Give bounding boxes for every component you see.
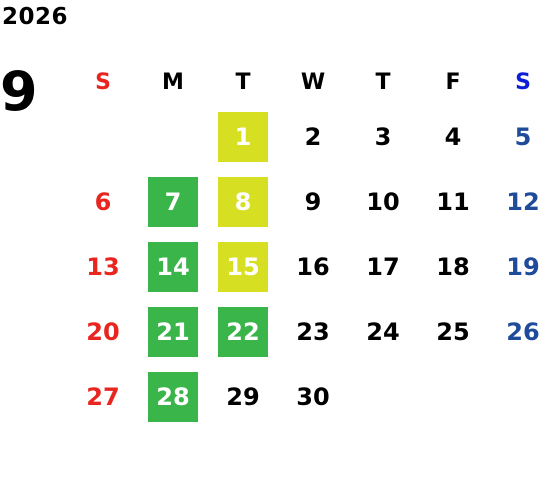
empty-cell	[68, 104, 138, 169]
weekday-header: T	[235, 69, 251, 95]
calendar-day-number: 25	[436, 317, 470, 346]
calendar-day[interactable]: 24	[348, 299, 418, 364]
calendar-day-number: 29	[226, 382, 260, 411]
calendar-day-number: 15	[218, 241, 268, 292]
calendar-day[interactable]: 2	[278, 104, 348, 169]
calendar-day-number: 12	[506, 187, 540, 216]
calendar-day-number: 6	[94, 187, 112, 216]
calendar-day[interactable]: 18	[418, 234, 488, 299]
calendar-day[interactable]: 4	[418, 104, 488, 169]
calendar-day[interactable]: 6	[68, 169, 138, 234]
calendar-day[interactable]: 9	[278, 169, 348, 234]
calendar-day[interactable]: 30	[278, 364, 348, 429]
calendar-day[interactable]: 12	[488, 169, 548, 234]
calendar-day[interactable]: 5	[488, 104, 548, 169]
calendar-day-number: 17	[366, 252, 400, 281]
calendar-day-number: 10	[366, 187, 400, 216]
calendar-day-number: 7	[148, 176, 198, 227]
calendar-day[interactable]: 11	[418, 169, 488, 234]
calendar-day-number: 24	[366, 317, 400, 346]
calendar-day[interactable]: 7	[138, 169, 208, 234]
calendar-day[interactable]: 19	[488, 234, 548, 299]
calendar-month: 9	[0, 60, 38, 123]
calendar-day[interactable]: 15	[208, 234, 278, 299]
calendar-day-number: 20	[86, 317, 120, 346]
calendar-day-number: 8	[218, 176, 268, 227]
calendar-day-number: 26	[506, 317, 540, 346]
weekday-header: T	[375, 69, 391, 95]
calendar-day-number: 19	[506, 252, 540, 281]
calendar-day[interactable]: 20	[68, 299, 138, 364]
calendar-day-number: 30	[296, 382, 330, 411]
calendar-day-number: 14	[148, 241, 198, 292]
empty-cell	[138, 104, 208, 169]
calendar-day[interactable]: 22	[208, 299, 278, 364]
weekday-header: M	[162, 69, 184, 95]
calendar-day-number: 23	[296, 317, 330, 346]
calendar-day[interactable]: 8	[208, 169, 278, 234]
calendar-day-number: 9	[304, 187, 322, 216]
calendar-day[interactable]: 25	[418, 299, 488, 364]
calendar-day-number: 28	[148, 371, 198, 422]
weekday-header: W	[300, 69, 326, 95]
calendar-year: 2026	[2, 4, 69, 30]
calendar-day[interactable]: 3	[348, 104, 418, 169]
calendar-day-number: 1	[218, 111, 268, 162]
calendar-day[interactable]: 29	[208, 364, 278, 429]
calendar-day-number: 3	[374, 122, 392, 151]
calendar-day-number: 13	[86, 252, 120, 281]
calendar-day-number: 16	[296, 252, 330, 281]
calendar-day-number: 21	[148, 306, 198, 357]
calendar-day[interactable]: 1	[208, 104, 278, 169]
calendar-day-number: 4	[444, 122, 462, 151]
weekday-header: F	[445, 69, 461, 95]
calendar-day-number: 5	[514, 122, 532, 151]
calendar-day[interactable]: 21	[138, 299, 208, 364]
calendar-day[interactable]: 10	[348, 169, 418, 234]
calendar-day[interactable]: 14	[138, 234, 208, 299]
weekday-header: S	[515, 69, 531, 95]
weekday-header: S	[95, 69, 111, 95]
calendar-day-number: 27	[86, 382, 120, 411]
calendar-day[interactable]: 23	[278, 299, 348, 364]
calendar-day-number: 11	[436, 187, 470, 216]
calendar-day[interactable]: 13	[68, 234, 138, 299]
calendar-day[interactable]: 27	[68, 364, 138, 429]
calendar-day[interactable]: 26	[488, 299, 548, 364]
calendar-day[interactable]: 17	[348, 234, 418, 299]
calendar-day-number: 2	[304, 122, 322, 151]
calendar-day-number: 22	[218, 306, 268, 357]
calendar-day[interactable]: 28	[138, 364, 208, 429]
calendar-day-number: 18	[436, 252, 470, 281]
calendar-day[interactable]: 16	[278, 234, 348, 299]
